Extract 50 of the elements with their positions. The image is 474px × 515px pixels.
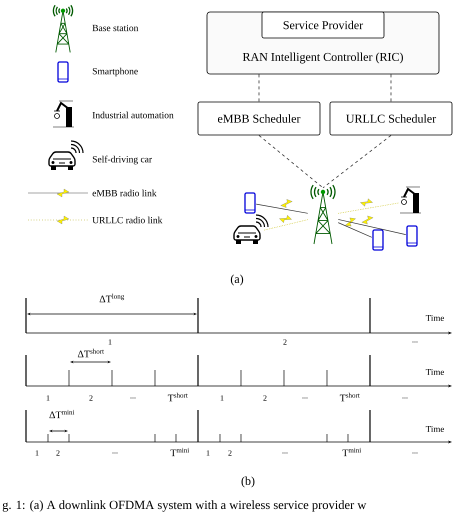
service-provider-box: Service Provider	[262, 12, 384, 38]
slot-number: 1	[206, 450, 210, 456]
slot-number: 2	[228, 450, 232, 456]
radio-link	[338, 202, 400, 214]
panel-label: (a)	[230, 274, 244, 286]
slot-label: T$^{mini}$	[170, 448, 190, 456]
slot-number: 1	[220, 395, 224, 401]
radio-link	[338, 219, 406, 235]
slot-number: 2	[263, 395, 267, 401]
scheduler-box: URLLC Scheduler	[330, 102, 452, 136]
slot-number: 1	[108, 339, 112, 345]
slot-label: T$^{short}$	[340, 392, 360, 402]
ellipsis: ...	[412, 452, 418, 454]
robot-arm-icon	[400, 186, 422, 214]
legend-text: Smartphone	[92, 68, 138, 76]
legend-text: Base station	[92, 24, 138, 32]
slot-number: 1	[36, 450, 39, 456]
legend-text: Self-driving car	[92, 156, 152, 164]
scheduler-box: eMBB Scheduler	[198, 102, 320, 136]
radio-link	[262, 219, 308, 231]
caption: g. 1: (a) A downlink OFDMA system with a wireless service provider w	[2, 500, 366, 512]
dashed-connector	[258, 135, 324, 188]
dimension-label: ΔT$^{long}$	[100, 294, 124, 302]
dimension-label: ΔT$^{mini}$	[49, 410, 74, 418]
slot-number: 2	[56, 450, 60, 456]
legend-text: URLLC radio link	[92, 216, 162, 224]
slot-number: 2	[89, 395, 93, 401]
radio-link	[256, 204, 308, 214]
dashed-connector	[322, 135, 392, 188]
dashed-connector	[258, 74, 260, 102]
axis-label: Time	[426, 426, 444, 432]
axis-label: Time	[426, 314, 444, 322]
car-icon	[233, 214, 269, 244]
ellipsis: ...	[282, 452, 288, 454]
axis-label: Time	[426, 368, 444, 376]
slot-number: 2	[283, 339, 287, 345]
base-station-icon	[314, 190, 332, 244]
slot-label: T$^{mini}$	[342, 448, 362, 456]
slot-label: T$^{short}$	[168, 392, 188, 402]
legend-text: eMBB radio link	[92, 190, 157, 196]
ellipsis: ...	[112, 452, 118, 454]
smartphone-icon	[406, 225, 418, 247]
slot-number: 1	[46, 395, 50, 401]
dimension-label: ΔT$^{short}$	[78, 348, 104, 358]
smartphone-icon	[244, 192, 256, 214]
smartphone-icon	[372, 229, 384, 251]
legend-text: Industrial automation	[92, 112, 174, 118]
panel-label: (b)	[242, 476, 254, 488]
radio-link	[338, 222, 372, 238]
dashed-connector	[390, 74, 392, 102]
